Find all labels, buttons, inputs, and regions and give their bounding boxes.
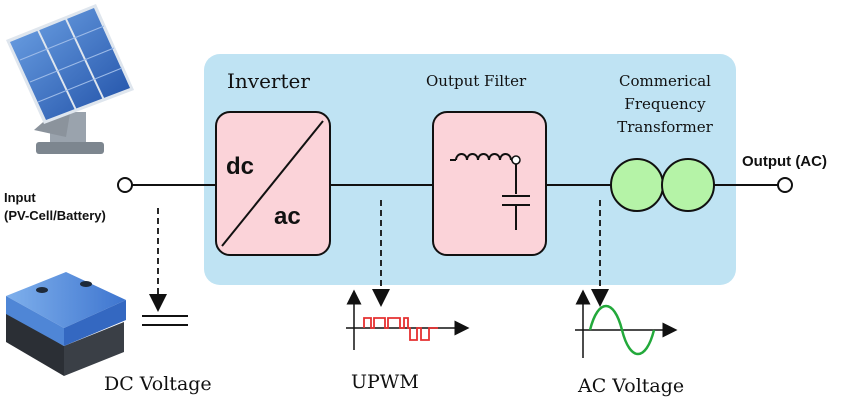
upwm-caption: UPWM	[351, 371, 419, 393]
input-terminal	[117, 177, 133, 193]
inverter-ac-label: ac	[274, 203, 301, 230]
output-label: Output (AC)	[742, 153, 827, 170]
ac-waveform-plot	[575, 289, 678, 358]
ac-voltage-caption: AC Voltage	[577, 375, 684, 397]
inverter-block: dc ac	[215, 111, 331, 256]
upwm-waveform-plot	[346, 289, 470, 350]
solar-panel-icon	[6, 4, 134, 154]
inverter-title: Inverter	[227, 69, 310, 93]
input-label-line1: Input	[4, 190, 36, 205]
input-label-line2: (PV-Cell/Battery)	[4, 208, 106, 223]
upwm-pulses	[363, 317, 438, 341]
dc-voltage-caption: DC Voltage	[104, 373, 212, 395]
inductor-coil-icon	[450, 153, 521, 165]
output-terminal	[777, 177, 793, 193]
output-filter-block	[432, 111, 547, 256]
transformer-title-line3: Transformer	[617, 118, 713, 136]
transformer-title-line1: Commerical	[619, 72, 711, 90]
transformer-icon	[610, 158, 715, 212]
transformer-title-line2: Frequency	[624, 95, 706, 113]
capacitor-icon	[502, 164, 530, 230]
inverter-dc-label: dc	[226, 153, 254, 180]
dc-voltage-symbol	[142, 315, 188, 326]
ac-sine-wave	[588, 304, 656, 356]
output-filter-title: Output Filter	[426, 72, 527, 90]
battery-icon	[6, 272, 126, 376]
